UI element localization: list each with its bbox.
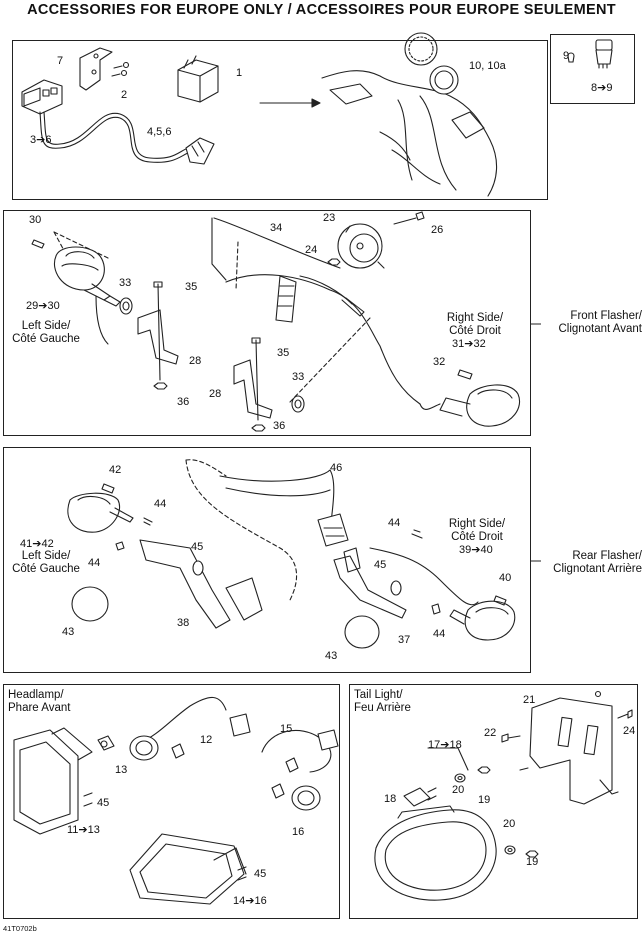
callout-35: 35: [185, 281, 198, 293]
front-left-side-label: Left Side/ Côté Gauche: [12, 320, 80, 345]
callout-20-b: 20: [503, 818, 516, 830]
callout-43-right: 43: [325, 650, 338, 662]
reference-code: 41T0702b: [3, 924, 37, 933]
callout-28: 28: [189, 355, 202, 367]
callout-18: 18: [384, 793, 397, 805]
callout-8-9: 8➔9: [591, 82, 613, 94]
callout-34: 34: [270, 222, 283, 234]
inset-panel-9: [550, 34, 635, 104]
callout-16: 16: [292, 826, 305, 838]
callout-3-6: 3➔6: [30, 134, 52, 146]
front-flasher-panel: [3, 210, 531, 436]
callout-37: 37: [398, 634, 411, 646]
rear-right-side-label: Right Side/ Côté Droit: [448, 518, 506, 543]
callout-45-right: 45: [374, 559, 387, 571]
callout-26: 26: [431, 224, 444, 236]
headlamp-title: Headlamp/ Phare Avant: [8, 689, 71, 714]
callout-44-a: 44: [154, 498, 167, 510]
callout-42: 42: [109, 464, 122, 476]
callout-10-10a: 10, 10a: [469, 60, 506, 72]
callout-15: 15: [280, 723, 293, 735]
rear-flasher-group: [67, 459, 516, 649]
callout-45-headlamp-b: 45: [254, 868, 267, 880]
callout-40: 40: [499, 572, 512, 584]
callout-20: 20: [452, 784, 465, 796]
callout-36: 36: [177, 396, 190, 408]
top-module-group: [21, 32, 613, 197]
top-panel: [12, 40, 548, 200]
callout-36-right: 36: [273, 420, 286, 432]
callout-44-b: 44: [88, 557, 101, 569]
front-right-side-label: Right Side/ Côté Droit: [446, 312, 504, 337]
callout-11-13: 11➔13: [67, 824, 100, 836]
callout-28-right: 28: [209, 388, 222, 400]
headlamp-group: [13, 696, 339, 905]
callout-21: 21: [523, 694, 536, 706]
callout-45-headlamp: 45: [97, 797, 110, 809]
callout-17-18: 17➔18: [428, 739, 462, 751]
callout-38: 38: [177, 617, 190, 629]
rear-left-side-label: Left Side/ Côté Gauche: [12, 550, 80, 575]
callout-9: 9: [563, 50, 570, 62]
callout-19: 19: [478, 794, 491, 806]
callout-24: 24: [305, 244, 318, 256]
callout-13: 13: [115, 764, 128, 776]
callout-12: 12: [200, 734, 213, 746]
callout-4-5-6: 4,5,6: [147, 126, 172, 138]
callout-29-30: 29➔30: [26, 300, 60, 312]
tail-light-title: Tail Light/ Feu Arrière: [354, 689, 411, 714]
callout-32: 32: [433, 356, 446, 368]
rear-flasher-section-label: Rear Flasher/ Clignotant Arrière: [553, 550, 642, 575]
callout-43: 43: [62, 626, 75, 638]
callout-14-16: 14➔16: [233, 895, 267, 907]
tail-light-group: [374, 690, 633, 901]
callout-39-40: 39➔40: [459, 544, 493, 556]
front-flasher-group: [31, 211, 520, 432]
callout-1: 1: [236, 67, 243, 79]
callout-2: 2: [121, 89, 128, 101]
callout-24-tail: 24: [623, 725, 636, 737]
callout-23: 23: [323, 212, 336, 224]
page-title: ACCESSORIES FOR EUROPE ONLY / ACCESSOIRE…: [27, 2, 616, 18]
rear-flasher-panel: [3, 447, 531, 673]
callout-22: 22: [484, 727, 497, 739]
callout-33-right: 33: [292, 371, 305, 383]
callout-31-32: 31➔32: [452, 338, 486, 350]
callout-46: 46: [330, 462, 343, 474]
callout-35-right: 35: [277, 347, 290, 359]
front-flasher-section-label: Front Flasher/ Clignotant Avant: [558, 310, 642, 335]
callout-30: 30: [29, 214, 42, 226]
callout-33: 33: [119, 277, 132, 289]
callout-44-d: 44: [433, 628, 446, 640]
callout-7: 7: [57, 55, 64, 67]
callout-45: 45: [191, 541, 204, 553]
callout-19-b: 19: [526, 856, 539, 868]
callout-41-42: 41➔42: [20, 538, 54, 550]
callout-44-c: 44: [388, 517, 401, 529]
